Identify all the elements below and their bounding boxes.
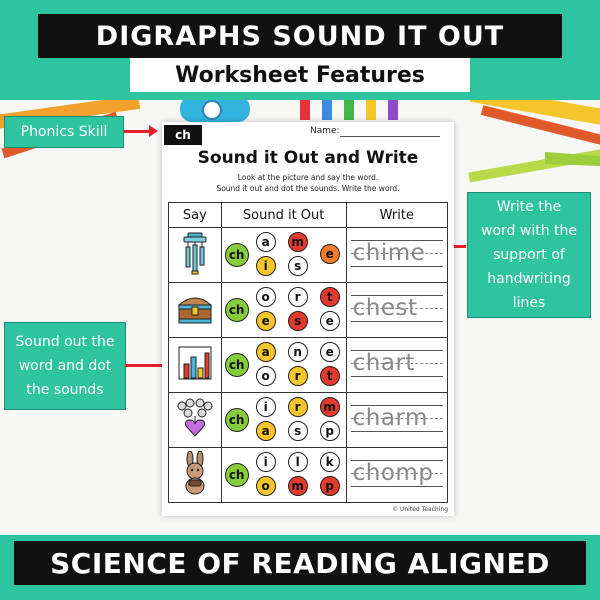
digraph-dot[interactable]: ch	[224, 298, 249, 322]
write-line-4: handwriting	[487, 271, 571, 287]
sound-dot[interactable]: p	[319, 421, 340, 441]
charm-bracelet-icon	[177, 398, 213, 437]
phonics-skill-label: Phonics Skill	[20, 124, 108, 140]
worksheet-title: Sound it Out and Write	[197, 148, 419, 168]
instruction-1: Look at the picture and say the word.	[237, 173, 379, 182]
instructions: Look at the picture and say the word. So…	[162, 172, 454, 194]
sound-cell: ch i o l m k p	[220, 447, 347, 503]
page-title: DIGRAPHS SOUND IT OUT	[38, 14, 562, 58]
digraph-dot[interactable]: ch	[224, 463, 249, 487]
sound-dot[interactable]: k	[319, 452, 340, 472]
name-line	[340, 136, 440, 137]
traced-word: chart	[352, 350, 415, 376]
copyright: © United Teaching	[392, 506, 448, 513]
sound-dot[interactable]: t	[319, 287, 340, 307]
bunny-chomp-icon	[185, 450, 205, 495]
traced-word: chest	[352, 295, 418, 321]
write-line-1: Write the	[496, 199, 562, 215]
sound-dot[interactable]: s	[287, 311, 308, 331]
table-row: ch i o l m k p chomp	[168, 447, 449, 503]
sound-dot[interactable]: s	[287, 421, 308, 441]
write-line-3: support of	[493, 247, 565, 263]
footer-banner: SCIENCE OF READING ALIGNED	[14, 541, 586, 585]
sound-dot[interactable]: e	[255, 311, 276, 331]
sound-dot[interactable]: i	[255, 397, 276, 417]
sound-dot[interactable]: n	[287, 342, 308, 362]
digraph-dot[interactable]: ch	[224, 243, 249, 267]
picture-cell	[168, 447, 222, 503]
sound-cell: ch i a r s m p	[220, 392, 347, 448]
name-label: Name:	[310, 126, 340, 136]
bar-chart-icon	[178, 346, 212, 380]
picture-cell	[168, 282, 222, 338]
picture-cell	[168, 392, 222, 448]
picture-cell	[168, 227, 222, 283]
sound-dot[interactable]: p	[319, 476, 340, 496]
sound-dot[interactable]: o	[255, 476, 276, 496]
sound-dot[interactable]: m	[319, 397, 340, 417]
sound-dot[interactable]: a	[255, 342, 276, 362]
sound-dot[interactable]: o	[255, 366, 276, 386]
write-line-2: word with the	[481, 223, 577, 239]
sound-line-3: the sounds	[26, 382, 104, 398]
sound-dot[interactable]: a	[255, 421, 276, 441]
digraph-dot[interactable]: ch	[224, 408, 249, 432]
sound-cell: ch a i m s e	[220, 227, 347, 283]
sound-dot[interactable]: m	[287, 232, 308, 252]
write-word-callout: Write the word with the support of handw…	[467, 192, 591, 318]
page-subtitle: Worksheet Features	[130, 58, 470, 92]
write-cell: chest	[345, 282, 449, 338]
sound-dot[interactable]: e	[319, 342, 340, 362]
sound-dot[interactable]: r	[287, 366, 308, 386]
picture-cell	[168, 337, 222, 393]
sound-dot[interactable]: r	[287, 287, 308, 307]
table-row: ch a o n r e t chart	[168, 337, 449, 393]
pencils-icon	[0, 100, 600, 183]
digraph-tag: ch	[164, 125, 202, 145]
sound-dot[interactable]: e	[319, 311, 340, 331]
sound-dot[interactable]: r	[287, 397, 308, 417]
write-header: Write	[345, 202, 449, 228]
digraph-dot[interactable]: ch	[224, 353, 249, 377]
traced-word: chime	[352, 240, 426, 266]
phonics-arrow	[124, 125, 158, 137]
sound-dot[interactable]: o	[255, 287, 276, 307]
say-header: Say	[168, 202, 222, 228]
write-cell: chime	[345, 227, 449, 283]
instruction-2: Sound it out and dot the sounds. Write t…	[216, 184, 400, 193]
sound-dot[interactable]: l	[287, 452, 308, 472]
phonics-skill-callout: Phonics Skill	[4, 116, 124, 148]
traced-word: chomp	[352, 460, 434, 486]
sound-line-1: Sound out the	[15, 334, 115, 350]
traced-word: charm	[352, 405, 428, 431]
sound-header: Sound it Out	[220, 202, 347, 228]
table-row: ch a i m s e chime	[168, 227, 449, 283]
write-cell: charm	[345, 392, 449, 448]
sound-dot[interactable]: t	[319, 366, 340, 386]
sound-out-callout: Sound out the word and dot the sounds	[4, 322, 126, 410]
wind-chime-icon	[183, 232, 207, 275]
sound-line-2: word and dot	[18, 358, 112, 374]
sound-dot[interactable]: e	[319, 244, 340, 264]
table-row: ch o e r s t e chest	[168, 282, 449, 338]
sound-dot[interactable]: m	[287, 476, 308, 496]
sound-cell: ch a o n r e t	[220, 337, 347, 393]
table-row: ch i a r s m p charm	[168, 392, 449, 448]
sound-dot[interactable]: i	[255, 256, 276, 276]
worksheet: ch Name: Sound it Out and Write Look at …	[162, 122, 454, 516]
sound-dot[interactable]: i	[255, 452, 276, 472]
sound-dot[interactable]: a	[255, 232, 276, 252]
write-cell: chart	[345, 337, 449, 393]
write-cell: chomp	[345, 447, 449, 503]
sound-dot[interactable]: s	[287, 256, 308, 276]
sound-cell: ch o e r s t e	[220, 282, 347, 338]
treasure-chest-icon	[177, 297, 213, 324]
write-line-5: lines	[512, 295, 546, 311]
sound-it-out-table: Say Sound it Out Write	[168, 202, 449, 503]
